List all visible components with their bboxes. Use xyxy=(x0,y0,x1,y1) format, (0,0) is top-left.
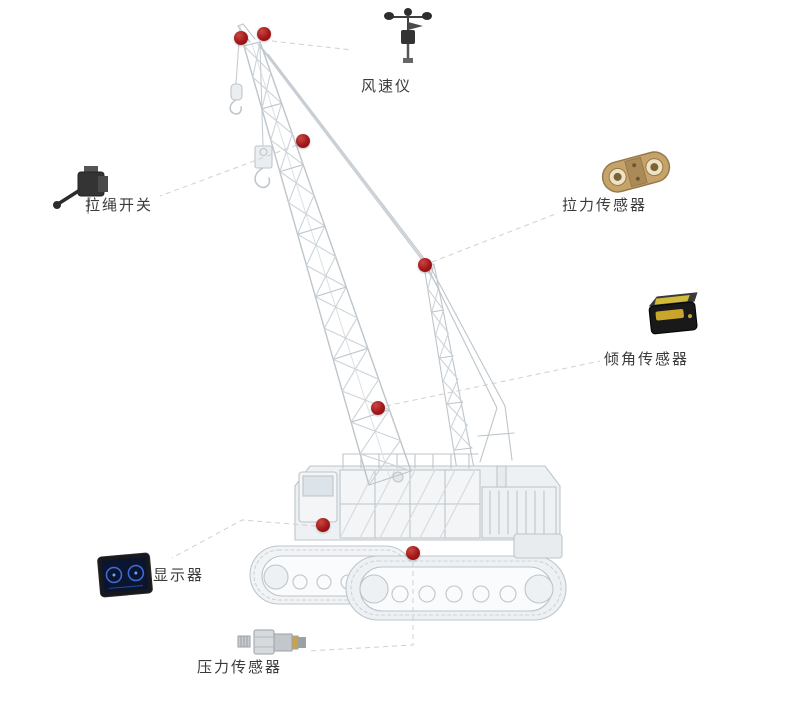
callout-line-anemometer xyxy=(271,40,353,51)
label-pressure-sensor: 压力传感器 xyxy=(197,658,283,676)
label-tension-sensor: 拉力传感器 xyxy=(562,196,648,214)
callout-line-pull-rope-switch xyxy=(159,144,298,197)
pressure-sensor-icon xyxy=(237,629,306,655)
callout-lines xyxy=(159,40,601,652)
marker-upper-boom[interactable] xyxy=(296,134,310,148)
crane-illustration xyxy=(229,23,567,621)
callout-line-tension-sensor xyxy=(431,212,559,263)
marker-boom-head[interactable] xyxy=(257,27,271,41)
label-anemometer: 风速仪 xyxy=(361,77,413,95)
crawler-track-right xyxy=(345,555,567,621)
marker-undercarriage[interactable] xyxy=(406,546,420,560)
pull-rope-switch-icon xyxy=(53,166,108,215)
superstructure xyxy=(294,453,563,559)
callout-line-pressure-sensor xyxy=(307,562,414,652)
label-display: 显示器 xyxy=(153,566,205,584)
hoist-gear xyxy=(229,23,273,189)
marker-mast-top[interactable] xyxy=(418,258,432,272)
product-icons xyxy=(53,8,698,655)
marker-boom-head-aux[interactable] xyxy=(234,31,248,45)
anemometer-icon xyxy=(384,8,432,63)
display-icon xyxy=(97,552,153,598)
derrick-mast xyxy=(423,263,515,471)
pendant-ropes xyxy=(257,43,434,271)
callout-line-tilt-sensor xyxy=(385,360,601,407)
callout-line-display xyxy=(171,519,317,559)
tension-sensor-icon xyxy=(601,151,671,193)
main-boom xyxy=(243,41,412,486)
marker-mid-boom[interactable] xyxy=(371,401,385,415)
tilt-sensor-icon xyxy=(648,292,698,335)
label-tilt-sensor: 倾角传感器 xyxy=(604,350,690,368)
label-pull-rope-switch: 拉绳开关 xyxy=(85,196,154,214)
marker-superstructure[interactable] xyxy=(316,518,330,532)
